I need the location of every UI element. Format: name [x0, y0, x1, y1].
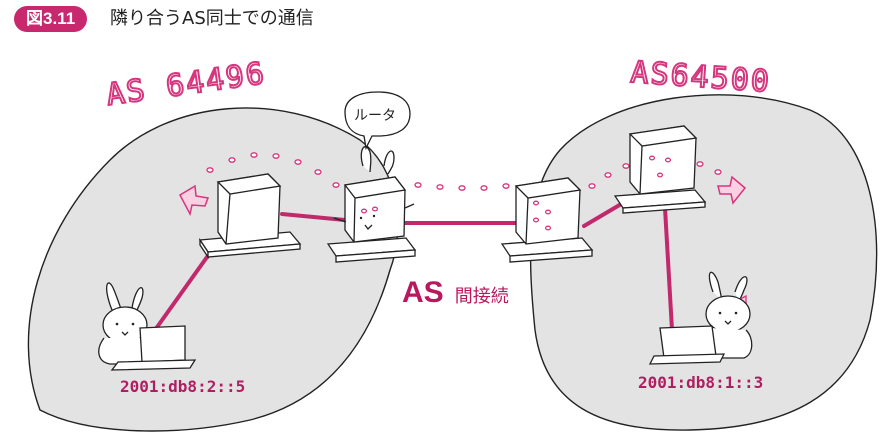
network-links — [153, 198, 674, 332]
right-arrow-icon — [717, 175, 747, 205]
figure-title: 隣り合うAS同士での通信 — [110, 8, 314, 29]
left-arrow-icon — [179, 184, 210, 217]
hop-dots — [206, 152, 722, 191]
left-host-address: 2001:db8:2::5 — [120, 377, 245, 396]
as-connection-label-rest: 間接続 — [455, 286, 509, 307]
right-as-cloud — [529, 94, 878, 431]
router-rabbit — [326, 146, 417, 263]
router-right-as — [613, 125, 707, 214]
left-as-label: AS 64496 — [104, 56, 268, 113]
right-host-address: 2001:db8:1::3 — [638, 373, 763, 392]
router-bubble-text: ルータ — [354, 108, 396, 124]
as-connection-label-as: AS — [402, 276, 444, 309]
speech-bubble: ルータ — [344, 91, 411, 151]
rabbit-user-left — [98, 282, 197, 371]
router-right-border — [500, 177, 594, 263]
as-connection-label: AS 間接続 — [402, 276, 509, 309]
right-as-label: AS64500 — [629, 55, 772, 100]
rabbit-user-right — [648, 271, 753, 365]
figure-number-badge: 図3.11 — [14, 6, 88, 32]
router-left-as — [198, 173, 302, 260]
